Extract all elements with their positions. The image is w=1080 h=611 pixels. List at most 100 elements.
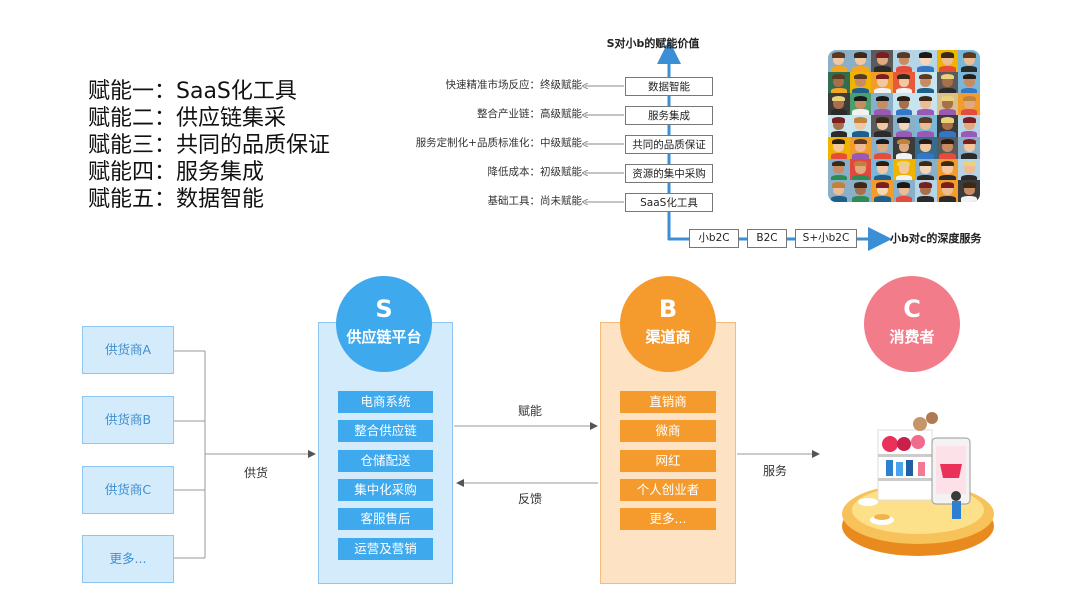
channel-item: 个人创业者 xyxy=(620,479,716,501)
avatar xyxy=(936,136,959,160)
avatar xyxy=(914,180,937,202)
avatar xyxy=(914,93,937,116)
supplier-box-c: 供货商C xyxy=(82,466,174,514)
avatar xyxy=(828,93,850,116)
avatar xyxy=(914,71,937,95)
platform-item: 客服售后 xyxy=(338,508,433,530)
avatar xyxy=(914,115,937,138)
avatar xyxy=(893,115,915,138)
framework-level-label: 快速精准市场反应：终级赋能 xyxy=(445,79,583,91)
framework-level-box: 资源的集中采购 xyxy=(625,164,713,183)
avatar xyxy=(958,136,980,160)
supplier-box-more: 更多... xyxy=(82,535,174,583)
avatar xyxy=(828,115,850,138)
empowerment-item: 赋能三：共同的品质保证 xyxy=(88,133,331,158)
feedback-label: 反馈 xyxy=(518,492,543,506)
avatar xyxy=(893,136,915,160)
framework-level-box: SaaS化工具 xyxy=(625,193,713,212)
empowerment-item: 赋能四：服务集成 xyxy=(88,160,265,185)
framework-title: S对小b的赋能价值 xyxy=(606,37,700,50)
platform-item: 整合供应链 xyxy=(338,420,433,442)
store-illustration xyxy=(842,412,994,556)
supply-label: 供货 xyxy=(244,466,269,480)
channel-circle: B 渠道商 xyxy=(620,276,716,372)
avatar xyxy=(936,93,959,116)
avatar xyxy=(849,93,872,116)
channel-item: 微商 xyxy=(620,420,716,442)
supply-platform-circle: S 供应链平台 xyxy=(336,276,432,372)
avatar xyxy=(849,71,872,95)
framework-level-box: 服务集成 xyxy=(625,106,713,125)
avatar xyxy=(914,50,937,73)
supplier-box-a: 供货商A xyxy=(82,326,174,374)
avatar xyxy=(958,180,980,202)
avatar xyxy=(958,115,980,138)
avatar xyxy=(936,71,959,95)
avatar xyxy=(828,180,850,202)
channel-item: 网红 xyxy=(620,450,716,472)
framework-model-box: 小b2C xyxy=(689,229,739,248)
platform-item: 集中化采购 xyxy=(338,479,433,501)
avatar xyxy=(849,115,872,138)
avatar xyxy=(893,158,915,182)
avatar xyxy=(871,158,894,182)
avatar xyxy=(958,71,980,95)
platform-item: 电商系统 xyxy=(338,391,433,413)
empowerment-item: 赋能一：SaaS化工具 xyxy=(88,79,297,104)
avatar xyxy=(914,158,937,182)
framework-axis-end-label: 小b对c的深度服务 xyxy=(890,232,982,245)
avatar xyxy=(893,93,915,116)
framework-level-label: 服务定制化+品质标准化：中级赋能 xyxy=(415,137,582,149)
empowerment-list: 赋能一：SaaS化工具 赋能二：供应链集采 赋能三：共同的品质保证 赋能四：服务… xyxy=(88,78,330,213)
avatar xyxy=(893,180,915,202)
empowerment-framework: S对小b的赋能价值 数据智能 服务集成 共同的品质保证 资源的集中采购 SaaS… xyxy=(395,32,995,258)
avatar xyxy=(828,158,850,182)
channel-letter: B xyxy=(658,295,678,323)
framework-level-label: 基础工具：尚未赋能 xyxy=(487,195,583,207)
avatar xyxy=(871,50,894,73)
supply-platform-title: 供应链平台 xyxy=(346,328,422,346)
platform-item: 运营及营销 xyxy=(338,538,433,560)
empowerment-item: 赋能二：供应链集采 xyxy=(88,106,287,131)
channel-title: 渠道商 xyxy=(645,328,691,346)
avatar xyxy=(871,136,894,160)
framework-level-box: 共同的品质保证 xyxy=(625,135,713,154)
framework-model-box: S+小b2C xyxy=(795,229,857,248)
framework-level-label: 降低成本：初级赋能 xyxy=(487,166,583,178)
avatar xyxy=(893,50,915,73)
framework-model-box: B2C xyxy=(747,229,787,248)
avatar xyxy=(871,93,894,116)
avatar xyxy=(958,158,980,182)
avatar xyxy=(849,50,872,73)
framework-level-label: 整合产业链：高级赋能 xyxy=(477,108,582,120)
supplier-box-b: 供货商B xyxy=(82,396,174,444)
avatar xyxy=(936,158,959,182)
avatar xyxy=(828,136,850,160)
consumer-title: 消费者 xyxy=(889,328,935,346)
avatar xyxy=(828,71,850,95)
avatar xyxy=(893,71,915,95)
channel-item: 更多... xyxy=(620,508,716,530)
platform-item: 仓储配送 xyxy=(338,450,433,472)
avatar xyxy=(871,115,894,138)
avatar xyxy=(871,71,894,95)
channel-item: 直销商 xyxy=(620,391,716,413)
avatar xyxy=(936,180,959,202)
empowerment-item: 赋能五：数据智能 xyxy=(88,187,265,212)
avatar xyxy=(849,136,872,160)
avatar xyxy=(828,50,850,73)
avatar xyxy=(871,180,894,202)
consumer-avatars-image xyxy=(828,50,980,202)
supply-platform-letter: S xyxy=(375,295,393,323)
avatar xyxy=(914,136,937,160)
consumer-circle: C 消费者 xyxy=(864,276,960,372)
avatar xyxy=(849,180,872,202)
framework-level-box: 数据智能 xyxy=(625,77,713,96)
service-label: 服务 xyxy=(763,464,788,478)
consumer-letter: C xyxy=(903,295,921,323)
avatar xyxy=(849,158,872,182)
avatar xyxy=(936,50,959,73)
empower-label: 赋能 xyxy=(518,404,543,418)
avatar xyxy=(958,93,980,116)
